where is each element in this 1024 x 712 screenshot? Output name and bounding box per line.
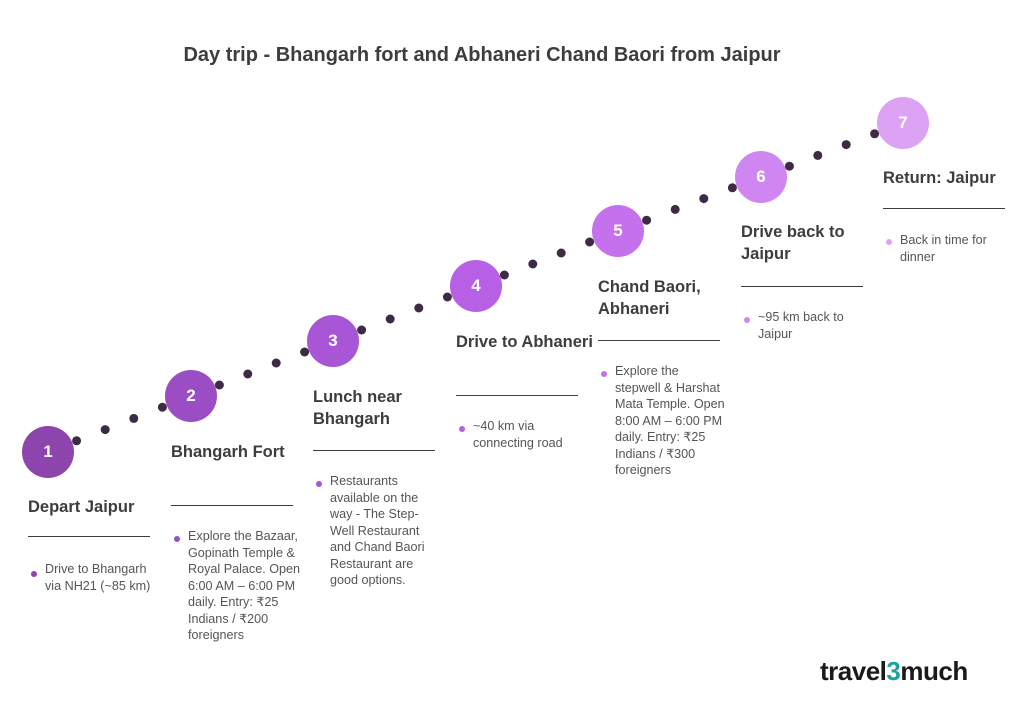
bullet-dot — [316, 481, 322, 487]
path-dot — [841, 140, 851, 150]
step-divider — [28, 536, 150, 537]
path-dot — [357, 325, 367, 335]
step-number-circle: 2 — [165, 370, 217, 422]
step-title: Return: Jaipur — [883, 169, 996, 187]
path-dot — [271, 358, 281, 368]
step-divider — [883, 208, 1005, 209]
path-dot — [414, 303, 424, 313]
path-dot — [72, 436, 82, 446]
path-dot — [813, 150, 823, 160]
logo-text: travel — [820, 656, 887, 686]
path-dot — [129, 413, 139, 423]
step-divider — [741, 286, 863, 287]
path-dot — [727, 183, 737, 193]
step-description: Restaurants available on the way - The S… — [330, 474, 425, 587]
bullet-dot — [174, 536, 180, 542]
step-divider — [313, 450, 435, 451]
logo-accent: 3 — [886, 656, 901, 686]
path-dot — [556, 248, 566, 258]
step-title: Depart Jaipur — [28, 498, 135, 516]
path-dot — [157, 402, 167, 412]
bullet-dot — [459, 426, 465, 432]
bullet-dot — [886, 239, 892, 245]
step-description: Drive to Bhangarh via NH21 (~85 km) — [45, 562, 151, 593]
step-title: Lunch near Bhangarh — [313, 388, 402, 428]
step-number-circle: 7 — [877, 97, 929, 149]
path-dot — [442, 292, 452, 302]
path-dot — [243, 369, 253, 379]
path-dot — [300, 347, 310, 357]
step-number-circle: 1 — [22, 426, 74, 478]
step-divider — [171, 505, 293, 506]
step-description: ~40 km via connecting road — [473, 419, 563, 450]
path-dot — [499, 270, 509, 280]
path-dot — [528, 259, 538, 269]
step-number-circle: 6 — [735, 151, 787, 203]
step-description: Explore the stepwell & Harshat Mata Temp… — [615, 364, 725, 477]
path-dot — [699, 194, 709, 204]
page-title: Day trip - Bhangarh fort and Abhaneri Ch… — [183, 44, 781, 66]
path-dot — [870, 129, 880, 139]
path-dot — [214, 380, 224, 390]
path-dot — [585, 237, 595, 247]
step-title: Bhangarh Fort — [171, 443, 285, 461]
step-description: ~95 km back to Jaipur — [758, 310, 844, 341]
step-description: Back in time for dinner — [900, 233, 987, 264]
travel3much-logo: travel3much — [820, 656, 968, 687]
step-divider — [598, 340, 720, 341]
path-dot — [100, 425, 110, 435]
bullet-dot — [601, 371, 607, 377]
step-number-circle: 4 — [450, 260, 502, 312]
step-number-circle: 5 — [592, 205, 644, 257]
step-number-circle: 3 — [307, 315, 359, 367]
path-dot — [385, 314, 395, 324]
step-title: Drive to Abhaneri — [456, 333, 593, 351]
logo-text: much — [900, 656, 968, 686]
step-divider — [456, 395, 578, 396]
step-title: Drive back to Jaipur — [741, 223, 845, 263]
bullet-dot — [744, 317, 750, 323]
step-title: Chand Baori, Abhaneri — [598, 278, 701, 318]
path-dot — [642, 215, 652, 225]
step-description: Explore the Bazaar, Gopinath Temple & Ro… — [188, 529, 301, 642]
path-dot — [670, 204, 680, 214]
bullet-dot — [31, 571, 37, 577]
path-dot — [784, 161, 794, 171]
